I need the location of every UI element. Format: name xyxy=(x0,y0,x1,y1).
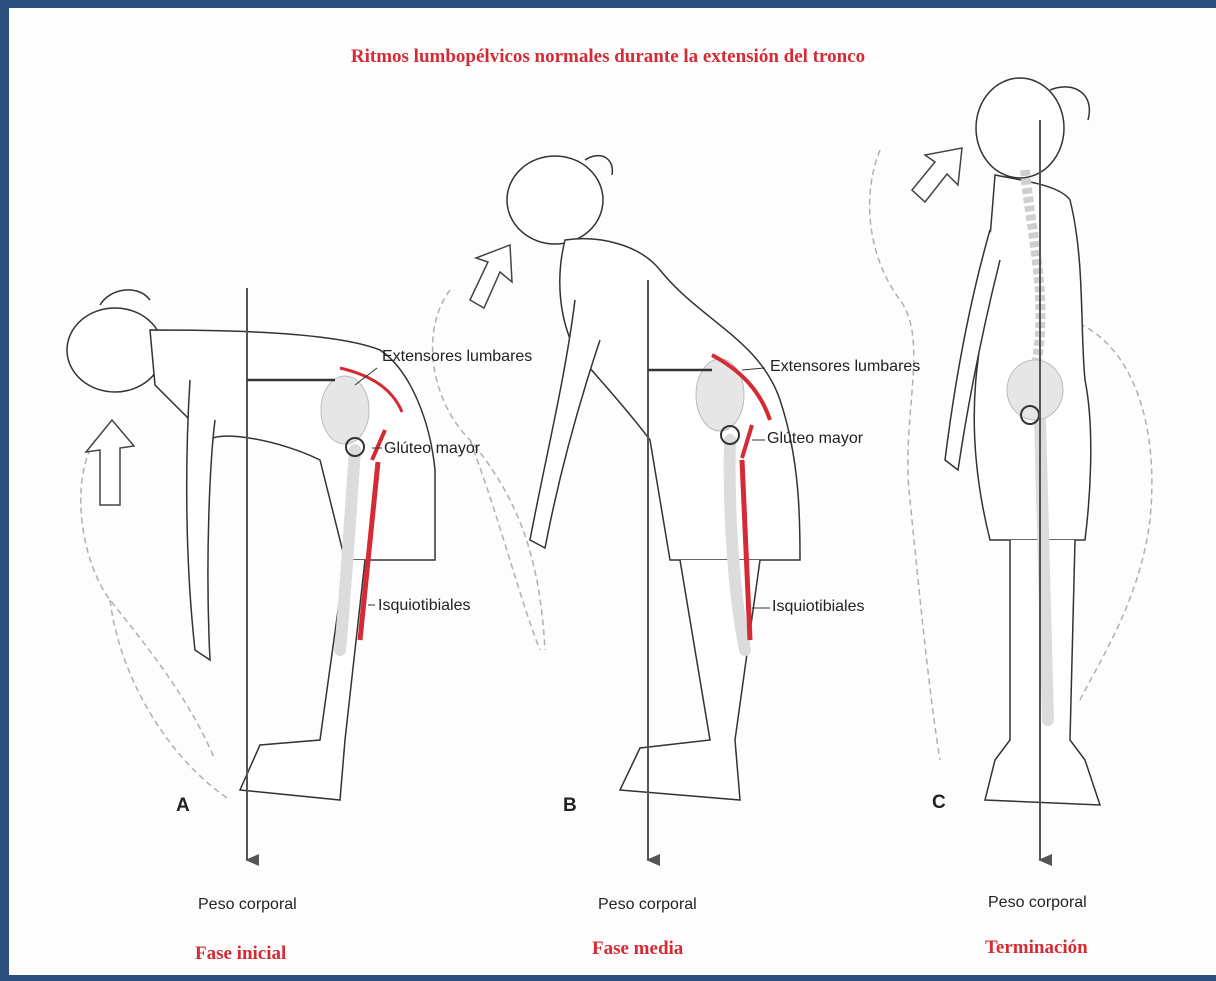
panel-b-phase-label: Fase media xyxy=(592,938,683,960)
panel-b-figure xyxy=(433,156,800,860)
panel-b-label-lumbar-extensors: Extensores lumbares xyxy=(770,358,920,376)
panel-a-label-gluteus-maximus: Glúteo mayor xyxy=(384,440,480,458)
panel-b-label-hamstrings: Isquiotibiales xyxy=(772,598,865,616)
panel-c-weight-label: Peso corporal xyxy=(988,894,1087,912)
panel-c-up-arrow-icon xyxy=(912,148,962,202)
panel-a-pelvis xyxy=(321,376,369,444)
panel-b-label-gluteus-maximus: Glúteo mayor xyxy=(767,430,863,448)
panel-b-ghost-outline xyxy=(433,290,545,650)
panel-c-figure xyxy=(870,78,1152,860)
panel-b-head xyxy=(507,156,603,244)
panel-a-head xyxy=(67,308,163,392)
panel-a-up-arrow-icon xyxy=(86,420,134,505)
panel-a-phase-label: Fase inicial xyxy=(195,943,286,965)
panel-c-head xyxy=(976,78,1064,178)
panel-a-label-hamstrings: Isquiotibiales xyxy=(378,597,471,615)
panel-b-arm xyxy=(530,300,600,548)
panel-a-weight-label: Peso corporal xyxy=(198,896,297,914)
panel-c-femur xyxy=(1040,420,1048,720)
panel-b-up-arrow-icon xyxy=(470,245,512,308)
panel-a-figure xyxy=(67,288,435,860)
panel-b-weight-label: Peso corporal xyxy=(598,896,697,914)
panel-a-arm xyxy=(187,380,215,660)
panel-a-label-lumbar-extensors: Extensores lumbares xyxy=(382,348,532,366)
panel-a-letter: A xyxy=(176,795,190,817)
panel-b-letter: B xyxy=(563,795,577,817)
panel-c-letter: C xyxy=(932,792,946,814)
panel-b-trunk xyxy=(560,239,800,560)
panel-c-phase-label: Terminación xyxy=(985,937,1088,959)
panel-c-pelvis xyxy=(1007,360,1063,420)
panel-a-hair-bun xyxy=(100,290,150,305)
